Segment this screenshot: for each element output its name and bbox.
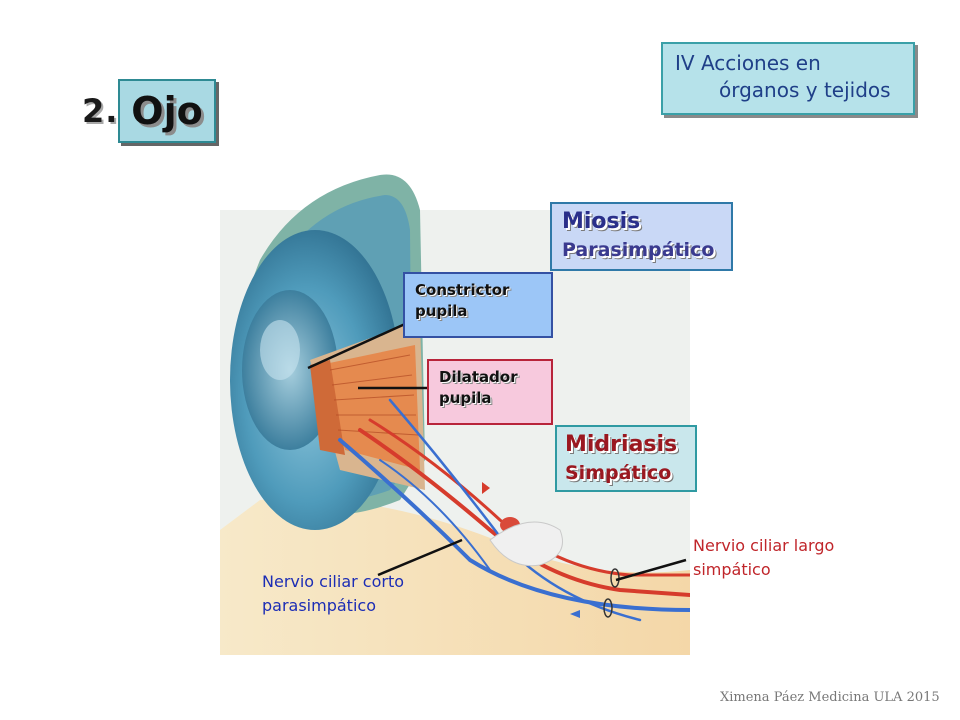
constrictor-box: Constrictor pupila	[403, 272, 553, 338]
orbital-fat	[220, 498, 690, 655]
nervio-corto-line2: parasimpático	[262, 596, 376, 615]
miosis-title: Miosis	[562, 209, 641, 234]
arrow-2	[570, 610, 580, 618]
credit-text: Ximena Páez Medicina ULA 2015	[720, 690, 940, 705]
optic-nerve-sheath	[489, 521, 563, 567]
arrow-1	[482, 482, 490, 494]
nerve-cut-end-2	[603, 598, 613, 618]
section-label-line2: órganos y tejidos	[719, 78, 891, 102]
section-label-box: IV Acciones en órganos y tejidos	[661, 42, 915, 115]
midriasis-box: Midriasis Simpático	[555, 425, 697, 492]
miosis-box: Miosis Parasimpático	[550, 202, 733, 271]
constrictor-line2: pupila	[415, 302, 468, 320]
dilatador-box: Dilatador pupila	[427, 359, 553, 425]
miosis-subtitle: Parasimpático	[562, 239, 715, 261]
leader-constrictor	[307, 322, 406, 370]
nervio-corto-line1: Nervio ciliar corto	[262, 572, 405, 591]
section-label-line1: IV Acciones en	[675, 51, 821, 75]
section-number: 2.	[82, 92, 119, 130]
page-title: Ojo	[131, 89, 203, 133]
nervio-largo-line1: Nervio ciliar largo	[693, 536, 835, 555]
constrictor-muscle	[310, 360, 345, 455]
dilator-muscle	[320, 345, 420, 470]
leader-nervio-corto	[377, 538, 463, 577]
nerves	[338, 398, 690, 622]
nervio-largo-line2: simpático	[693, 560, 771, 579]
title-box: Ojo	[118, 79, 216, 143]
constrictor-line1: Constrictor	[415, 281, 510, 299]
midriasis-title: Midriasis	[565, 432, 678, 457]
pupil-highlight	[260, 320, 300, 380]
dilatador-line2: pupila	[439, 389, 492, 407]
nervio-corto-label: Nervio ciliar corto parasimpático	[262, 570, 404, 618]
nervio-largo-label: Nervio ciliar largo simpático	[693, 534, 834, 582]
dilatador-line1: Dilatador	[439, 368, 518, 386]
midriasis-subtitle: Simpático	[565, 462, 672, 484]
leader-nervio-largo	[615, 558, 687, 582]
